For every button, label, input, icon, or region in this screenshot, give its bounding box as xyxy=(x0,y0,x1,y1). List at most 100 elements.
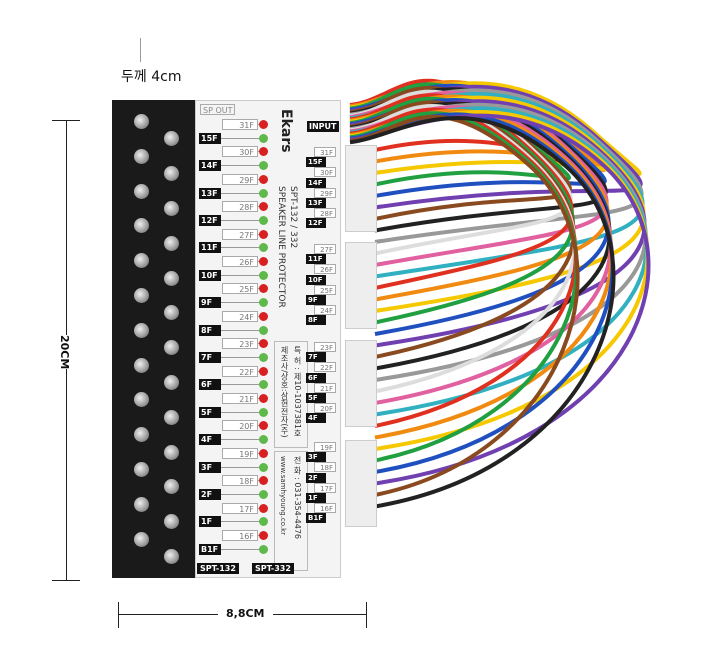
sp-out-label-24F: 24F xyxy=(222,310,258,322)
terminal-screw-icon xyxy=(134,531,149,547)
green-led-icon xyxy=(259,435,268,445)
terminal-screw-icon xyxy=(164,340,179,356)
terminal-screw-icon xyxy=(134,114,149,129)
lead-line xyxy=(221,548,259,550)
green-led-icon xyxy=(259,352,268,362)
sp-out-label-12F: 12F xyxy=(199,214,221,226)
input-label-1F: 1F xyxy=(306,493,326,503)
sp-out-label-14F: 14F xyxy=(199,160,221,172)
sp-out-label-15F: 15F xyxy=(199,132,221,144)
green-led-icon xyxy=(259,161,268,171)
width-tick-right xyxy=(366,602,367,628)
connector-block-4 xyxy=(345,440,377,527)
red-led-icon xyxy=(259,147,268,157)
patent-text: 특 허 : 제10-1037381호 xyxy=(293,346,302,438)
wire xyxy=(349,114,580,497)
lead-line xyxy=(221,274,259,276)
input-label: INPUT xyxy=(307,121,339,132)
sp-out-label-2F: 2F xyxy=(199,488,221,500)
input-label-28F: 28F xyxy=(314,208,336,219)
red-led-icon xyxy=(259,476,268,486)
green-led-icon xyxy=(259,544,268,554)
input-label-B1F: B1F xyxy=(306,513,326,524)
height-label: 20CM xyxy=(58,335,71,370)
lead-line xyxy=(221,439,259,441)
input-label-8F: 8F xyxy=(306,315,326,326)
terminal-screw-icon xyxy=(134,322,149,338)
input-label-21F: 21F xyxy=(314,382,336,393)
lead-line xyxy=(221,302,259,304)
lead-line xyxy=(221,384,259,386)
red-led-icon xyxy=(259,394,268,403)
wire xyxy=(349,116,616,509)
terminal-screw-icon xyxy=(164,514,179,530)
product-title: SPEAKER LINE PROTECTOR xyxy=(276,186,286,308)
input-label-12F: 12F xyxy=(306,218,326,229)
input-label-14F: 14F xyxy=(306,177,326,188)
red-led-icon xyxy=(259,503,268,513)
green-led-icon xyxy=(259,407,268,417)
sp-out-label-29F: 29F xyxy=(222,173,258,185)
red-led-icon xyxy=(259,366,268,376)
red-led-icon xyxy=(259,174,268,184)
thickness-tick xyxy=(140,38,141,62)
input-label-25F: 25F xyxy=(314,284,336,295)
lead-line xyxy=(221,356,259,358)
sp-out-label-19F: 19F xyxy=(222,447,258,459)
terminal-screw-icon xyxy=(134,357,149,373)
input-label-11F: 11F xyxy=(306,254,326,265)
terminal-screw-icon xyxy=(164,305,179,321)
terminal-screw-icon xyxy=(164,166,179,182)
wire xyxy=(349,82,571,187)
lead-line xyxy=(221,192,259,194)
green-led-icon xyxy=(259,489,268,499)
terminal-screw-icon xyxy=(134,427,149,443)
input-label-30F: 30F xyxy=(314,167,336,178)
wire xyxy=(349,86,572,221)
model-label-right: SPT-332 xyxy=(252,563,294,574)
terminal-screw-icon xyxy=(164,479,179,495)
red-led-icon xyxy=(259,448,268,458)
input-label-24F: 24F xyxy=(314,305,336,316)
terminal-screw-icon xyxy=(134,148,149,164)
phone-text: 전 화 : 031-354-4476 xyxy=(293,456,302,539)
model-label-left: SPT-132 xyxy=(197,563,239,574)
model-title: SPT-132 / 332 xyxy=(288,186,298,249)
sp-out-label-5F: 5F xyxy=(199,406,221,418)
connector-block-2 xyxy=(345,242,377,329)
sp-out-label-10F: 10F xyxy=(199,269,221,281)
input-label-27F: 27F xyxy=(314,244,336,254)
green-led-icon xyxy=(259,188,268,198)
sp-out-label-16F: 16F xyxy=(222,530,258,541)
input-label-22F: 22F xyxy=(314,362,336,373)
green-led-icon xyxy=(259,325,268,335)
green-led-icon xyxy=(259,462,268,472)
red-led-icon xyxy=(259,311,268,321)
sp-out-label-7F: 7F xyxy=(199,351,221,363)
website-text: www.samhyoung.co.kr xyxy=(279,456,287,536)
sp-out-label-30F: 30F xyxy=(222,146,258,158)
terminal-screw-icon xyxy=(134,462,149,477)
terminal-screw-icon xyxy=(134,218,149,234)
width-tick-left xyxy=(118,602,119,628)
lead-line xyxy=(221,411,259,413)
terminal-screw-icon xyxy=(164,131,179,147)
sp-out-label-22F: 22F xyxy=(222,365,258,377)
terminal-screw-icon xyxy=(134,288,149,303)
lead-line xyxy=(221,219,259,221)
sp-out-label-17F: 17F xyxy=(222,502,258,514)
sp-out-label-11F: 11F xyxy=(199,242,221,254)
input-label-18F: 18F xyxy=(314,462,336,473)
sp-out-label-9F: 9F xyxy=(199,297,221,309)
red-led-icon xyxy=(259,284,268,294)
input-label-10F: 10F xyxy=(306,274,326,285)
maker-text: 제조사/상호:삼현전자(주) xyxy=(280,346,289,438)
terminal-screw-icon xyxy=(164,549,179,564)
green-led-icon xyxy=(259,215,268,225)
green-led-icon xyxy=(259,298,268,308)
sp-out-label-21F: 21F xyxy=(222,393,258,404)
red-led-icon xyxy=(259,120,268,129)
info-box-2: 전 화 : 031-354-4476 www.samhyoung.co.kr xyxy=(274,451,308,571)
lead-line xyxy=(221,521,259,523)
